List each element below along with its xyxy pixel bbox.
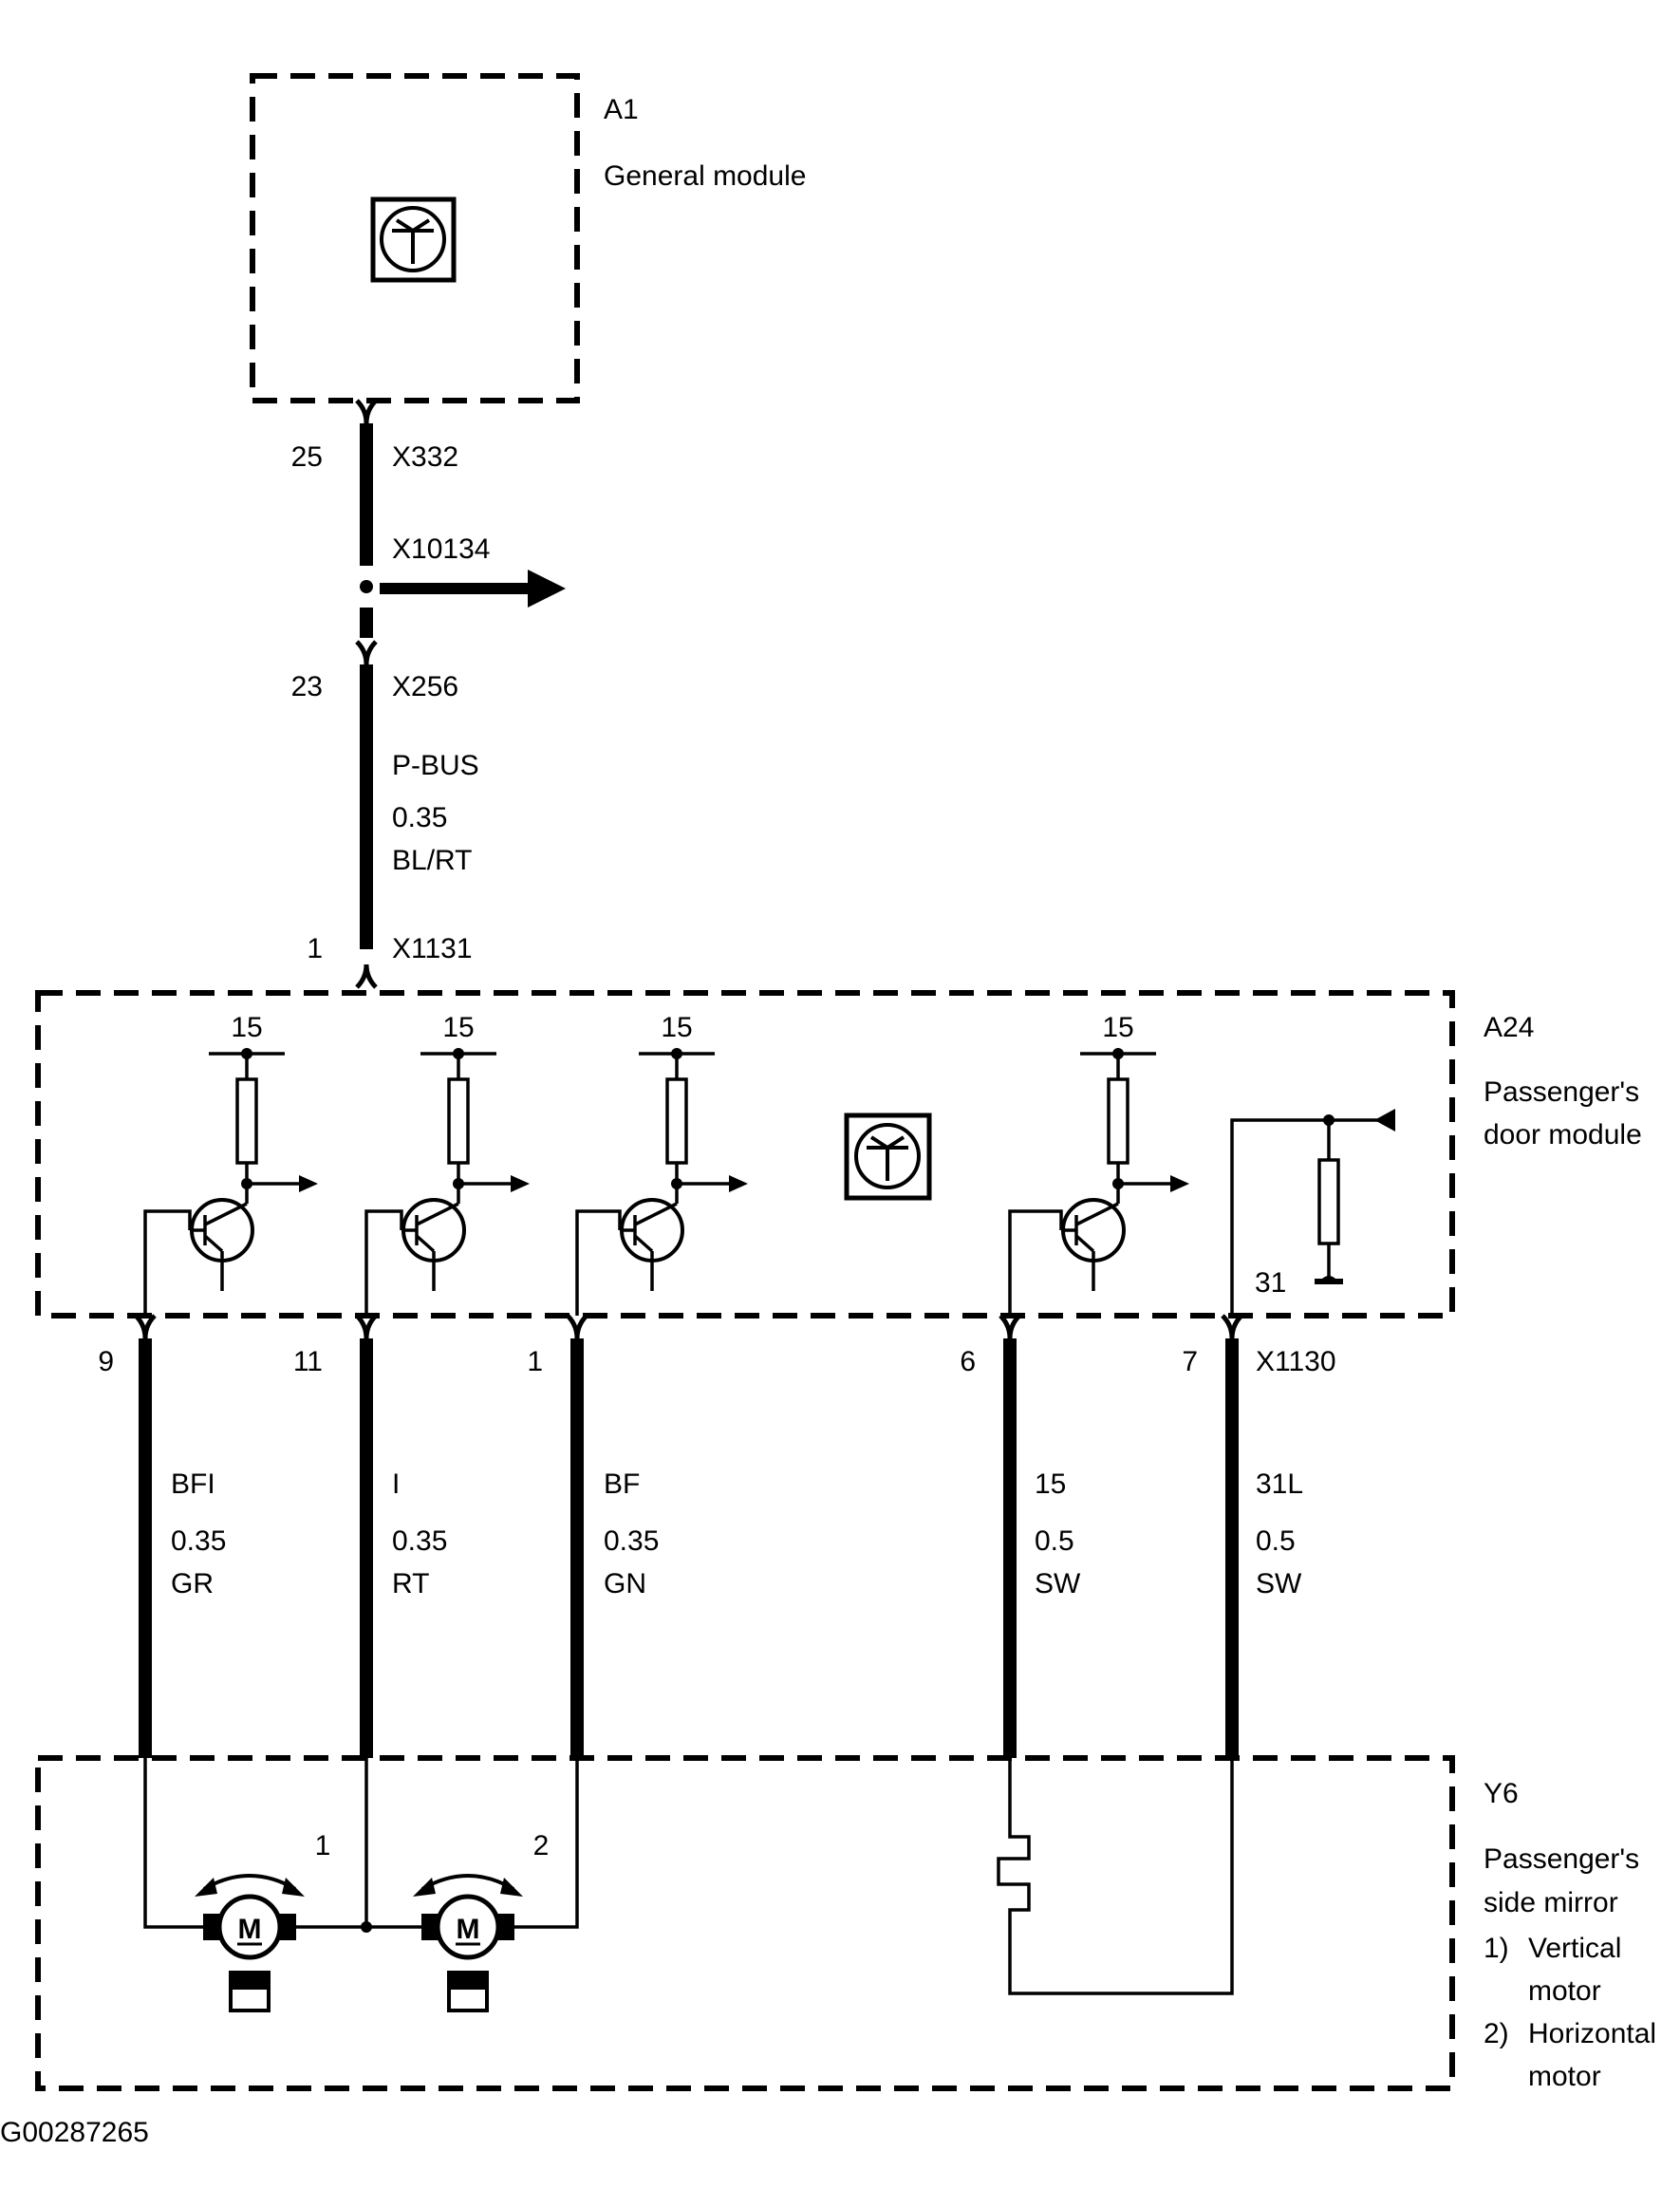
wire-2-color: RT (392, 1568, 429, 1599)
supply-15-2: 15 (442, 1012, 474, 1043)
ground-network (1230, 1109, 1395, 1316)
wire-5-color: SW (1256, 1568, 1302, 1599)
connector-x1130: X1130 (1256, 1346, 1336, 1377)
figure-id: G00287265 (0, 2117, 149, 2148)
bus-signal: P-BUS (392, 750, 479, 781)
wire-2-signal: I (392, 1468, 400, 1500)
wire-3-pin: 1 (527, 1346, 543, 1377)
wire-3-signal: BF (604, 1468, 640, 1500)
wire-4-gauge: 0.5 (1035, 1525, 1074, 1557)
output-stage-3 (575, 1048, 748, 1316)
motor-1-label: 1 (315, 1830, 331, 1861)
wire-5-signal: 31L (1256, 1468, 1303, 1500)
wire-1-signal: BFI (171, 1468, 215, 1500)
wire-1-pin: 9 (98, 1346, 114, 1377)
bus-color: BL/RT (392, 845, 472, 876)
a1-id: A1 (604, 94, 639, 125)
y6-id: Y6 (1484, 1778, 1519, 1809)
ground-pin-label: 31 (1255, 1267, 1286, 1299)
wire-2-pin: 11 (293, 1346, 323, 1377)
bus-splice-label: X10134 (392, 533, 490, 565)
splice-arrow-icon (380, 570, 566, 608)
wire-4-color: SW (1035, 1568, 1081, 1599)
y6-item2-line1: Horizontal (1528, 2018, 1656, 2049)
wire-3-gauge: 0.35 (604, 1525, 659, 1557)
output-stage-1 (143, 1048, 318, 1316)
motor-1-symbol: M (238, 1914, 262, 1945)
motor-2-symbol: M (457, 1914, 480, 1945)
bus-conn-mid: X256 (392, 671, 458, 702)
y6-name-line2: side mirror (1484, 1887, 1618, 1918)
bus-conn-a1: X332 (392, 441, 458, 473)
bus-pin-a1: 25 (291, 441, 323, 473)
ground-icon (1315, 1276, 1343, 1284)
motor-2-icon (413, 1874, 523, 2012)
supply-15-1: 15 (231, 1012, 262, 1043)
wire-3-color: GN (604, 1568, 646, 1599)
supply-15-3: 15 (661, 1012, 692, 1043)
bus-conn-a24: X1131 (392, 933, 473, 964)
y6-item1-line2: motor (1528, 1975, 1601, 2007)
a24-module-box (35, 990, 1455, 1319)
harness-wires (134, 1314, 1243, 1758)
wire-1-color: GR (171, 1568, 214, 1599)
supply-15-4: 15 (1102, 1012, 1133, 1043)
output-stage-4 (1008, 1048, 1189, 1316)
y6-item1-num: 1) (1484, 1933, 1509, 1964)
y6-module-box (35, 1755, 1455, 2091)
a24-control-unit-icon (844, 1113, 932, 1201)
bus-gauge: 0.35 (392, 802, 447, 833)
y6-item1-line1: Vertical (1528, 1933, 1621, 1964)
wire-4-pin: 6 (960, 1346, 976, 1377)
bus-pin-mid: 23 (291, 671, 323, 702)
output-stage-2 (364, 1048, 530, 1316)
y6-item2-line2: motor (1528, 2061, 1601, 2092)
a1-control-unit-icon (370, 196, 457, 283)
wire-4-signal: 15 (1035, 1468, 1066, 1500)
wire-2-gauge: 0.35 (392, 1525, 447, 1557)
a24-id: A24 (1484, 1012, 1534, 1043)
wire-5-pin: 7 (1182, 1346, 1198, 1377)
y6-item2-num: 2) (1484, 2018, 1509, 2049)
heater-element-icon (997, 1758, 1234, 1995)
motor-2-label: 2 (533, 1830, 550, 1861)
wire-5-gauge: 0.5 (1256, 1525, 1296, 1557)
a1-module-box (250, 73, 580, 403)
motor-circuit (143, 1758, 579, 1933)
a24-name-line2: door module (1484, 1119, 1642, 1150)
p-bus-wire (355, 399, 378, 989)
a1-name: General module (604, 160, 806, 192)
bus-pin-a24: 1 (307, 933, 323, 964)
a24-name-line1: Passenger's (1484, 1076, 1639, 1108)
motor-1-icon (195, 1874, 305, 2012)
y6-name-line1: Passenger's (1484, 1843, 1639, 1875)
wire-1-gauge: 0.35 (171, 1525, 226, 1557)
